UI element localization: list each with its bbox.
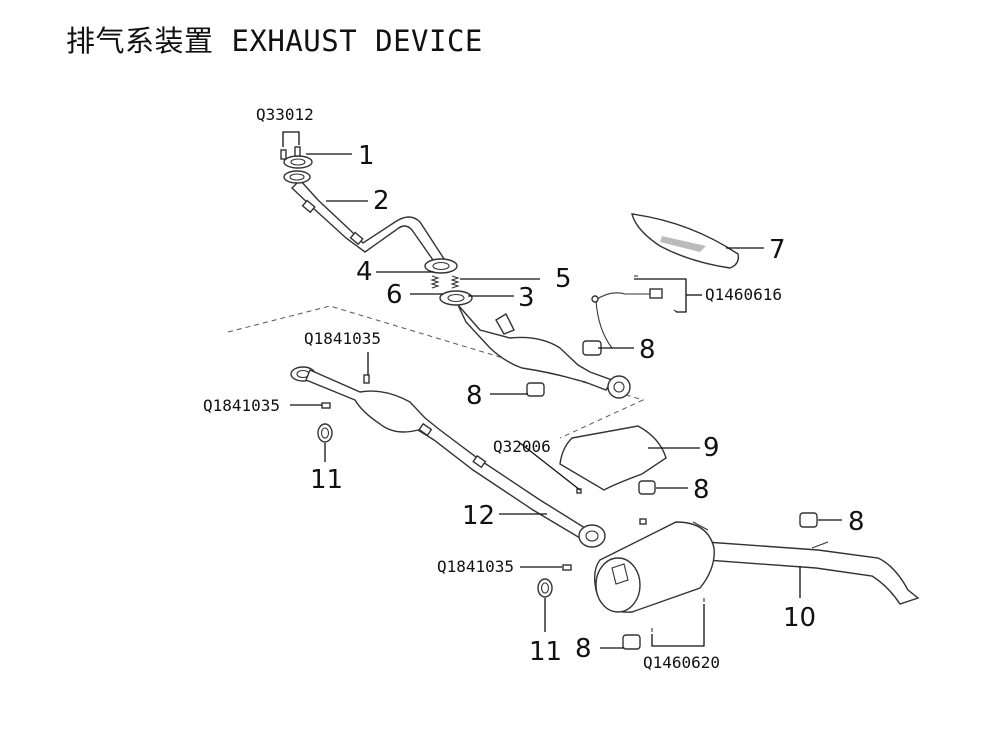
code-q1460620: Q1460620: [643, 653, 720, 672]
gasket-11-upper: [317, 423, 333, 443]
code-q33012: Q33012: [256, 105, 314, 124]
callout-5: 5: [555, 264, 572, 294]
gasket-1: [283, 155, 313, 169]
code-q1841035-top: Q1841035: [304, 329, 381, 348]
oxygen-sensor: [591, 275, 678, 349]
rubber-hanger: [638, 480, 656, 495]
muffler-10: [593, 521, 920, 632]
catalytic-converter-upper: [457, 304, 631, 399]
variant-group-boundary: [227, 305, 645, 439]
bolt-q1841035-top: [363, 374, 370, 384]
rubber-hanger: [622, 634, 641, 650]
rubber-hanger: [526, 382, 545, 397]
rubber-hanger: [799, 512, 818, 528]
callout-8-sensor: 8: [639, 335, 656, 365]
callout-8-shield: 8: [693, 475, 710, 505]
heat-shield-7: [631, 213, 740, 269]
bolt-q1841035-bottom: [562, 564, 572, 571]
callout-8-tailpipe: 8: [848, 507, 865, 537]
bolt-q1841035-left: [321, 402, 331, 409]
flange-assembly: [424, 258, 473, 306]
heat-shield-9: [559, 425, 667, 491]
code-q1841035-bottom: Q1841035: [437, 557, 514, 576]
callout-2: 2: [373, 186, 390, 216]
callout-11-upper: 11: [310, 465, 343, 495]
code-q1841035-left: Q1841035: [203, 396, 280, 415]
callout-1: 1: [358, 141, 375, 171]
front-exhaust-pipe: [283, 170, 449, 271]
callout-11-lower: 11: [529, 637, 562, 667]
code-q32006: Q32006: [493, 437, 551, 456]
callout-7: 7: [769, 235, 786, 265]
gasket-11-lower: [537, 578, 553, 598]
callout-4: 4: [356, 257, 373, 287]
callout-10: 10: [783, 603, 816, 633]
front-pipe-with-converter-12: [290, 366, 606, 548]
bolts-q33012: [280, 146, 301, 160]
callout-6: 6: [386, 280, 403, 310]
bolt-muffler-top: [639, 518, 647, 525]
callout-8-muffler: 8: [575, 634, 592, 664]
callout-3: 3: [518, 283, 535, 313]
callout-12: 12: [462, 501, 495, 531]
code-q1460616: Q1460616: [705, 285, 782, 304]
callout-9: 9: [703, 433, 720, 463]
leader-lines: [282, 131, 842, 649]
page-title: 排气系装置 EXHAUST DEVICE: [66, 24, 483, 58]
callout-8-catalyst: 8: [466, 381, 483, 411]
